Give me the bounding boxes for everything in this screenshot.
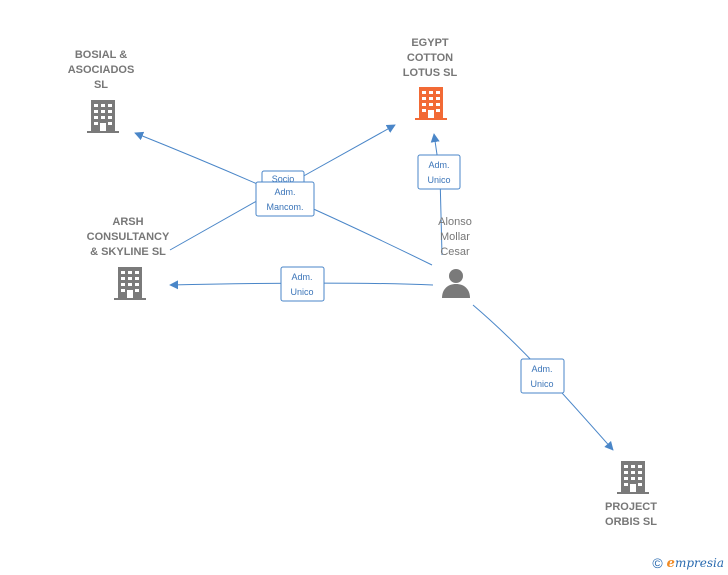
node-egypt-cotton-lotus[interactable]: EGYPT COTTON LOTUS SL — [403, 37, 458, 120]
node-arsh-consultancy[interactable]: ARSH CONSULTANCY & SKYLINE SL — [87, 216, 170, 300]
node-label: COTTON — [407, 52, 453, 64]
node-label: SL — [94, 79, 108, 91]
edge-label-adm-unico-project: Adm. Unico — [520, 358, 565, 394]
node-label: & SKYLINE SL — [90, 246, 166, 258]
node-label: ARSH — [112, 216, 143, 228]
edge-label-text: Unico — [290, 287, 313, 297]
node-label: CONSULTANCY — [87, 231, 170, 243]
copyright-icon: © — [652, 555, 663, 571]
node-alonso-mollar-cesar[interactable]: Alonso Mollar Cesar — [438, 216, 472, 298]
edge-arsh-mancom — [169, 197, 263, 251]
node-project-orbis[interactable]: PROJECT ORBIS SL — [605, 461, 657, 528]
edge-label-text: Mancom. — [266, 202, 303, 212]
building-icon — [415, 87, 447, 120]
edge-label-text: Adm. — [531, 364, 552, 374]
edge-label-text: Adm. — [291, 272, 312, 282]
edge-label-adm-unico-egypt: Adm. Unico — [417, 154, 461, 190]
edge-label-text: Adm. — [274, 187, 295, 197]
node-label: EGYPT — [411, 37, 449, 49]
node-label: Cesar — [440, 246, 470, 258]
node-label: ORBIS SL — [605, 516, 657, 528]
edge-label-text: Socio — [272, 174, 295, 184]
node-bosial-asociados[interactable]: BOSIAL & ASOCIADOS SL — [68, 49, 135, 133]
node-label: Mollar — [440, 231, 470, 243]
node-label: LOTUS SL — [403, 67, 458, 79]
brand-logo-text: mpresia — [674, 556, 724, 570]
node-label: PROJECT — [605, 501, 657, 513]
edge-label-text: Adm. — [428, 160, 449, 170]
node-label: Alonso — [438, 216, 472, 228]
node-label: ASOCIADOS — [68, 64, 135, 76]
edge-label-text: Unico — [530, 379, 553, 389]
edge-label-adm-mancom: Adm. Mancom. — [255, 181, 315, 217]
edge-label-adm-unico-arsh: Adm. Unico — [280, 266, 325, 302]
edge-socio-egypt — [299, 124, 396, 179]
building-icon — [114, 267, 146, 300]
node-label: BOSIAL & — [75, 49, 127, 61]
person-icon — [442, 269, 470, 298]
building-icon — [87, 100, 119, 133]
edge-label-text: Unico — [427, 175, 450, 185]
brand-logo-e: e — [666, 555, 675, 571]
building-icon — [617, 461, 649, 494]
